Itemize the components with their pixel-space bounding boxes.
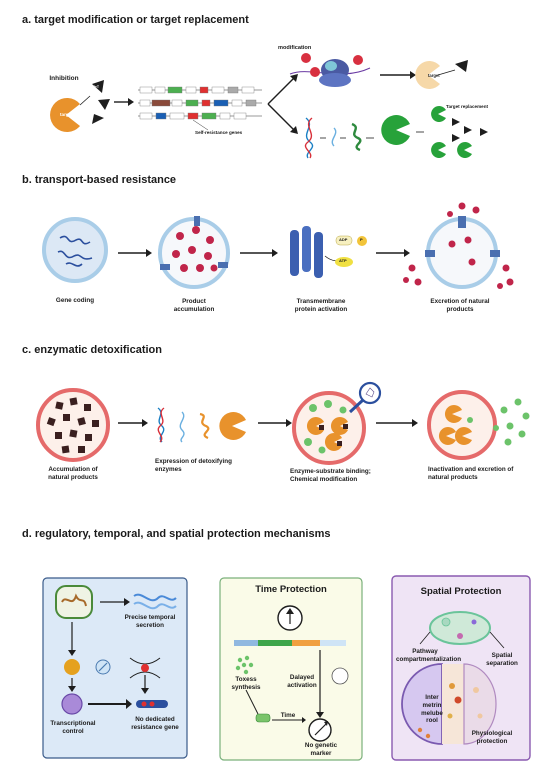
spatial-separation-label: Spatial separation: [486, 652, 518, 667]
binding-cell: [292, 391, 366, 465]
expression-icons: [157, 407, 246, 443]
regulatory-panel: [42, 577, 188, 759]
replacement-enzyme-icon: [381, 115, 410, 146]
product-accumulation-cell: [158, 216, 230, 289]
time-protection-title: Time Protection: [255, 584, 327, 595]
inhibitor-token-1: MeT: [92, 85, 99, 89]
modification-label: modification: [278, 45, 312, 51]
section-a-heading: a. target modification or target replace…: [22, 14, 249, 26]
spatial-protection-title: Spatial Protection: [420, 586, 502, 597]
self-resistance-label: Self-resistance genes: [195, 130, 243, 135]
section-c-heading: c. enzymatic detoxification: [22, 344, 162, 356]
timeline-bar: [234, 640, 346, 646]
binding-label: Enzyme-substrate binding; Chemical modif…: [290, 468, 371, 483]
modified-target-label: target: [428, 73, 440, 78]
replacement-group: [431, 106, 488, 158]
inner-compartment: [401, 663, 497, 745]
dna-scissor-icon: [129, 657, 161, 679]
inactivation-cell: [427, 390, 530, 460]
atp-label: ATP: [339, 258, 347, 263]
toxin-cell-icon: [255, 713, 271, 723]
target-replacement-label: Target replacement: [446, 104, 489, 109]
bacterium-icon: [55, 585, 93, 619]
pathway-compartmentalization-label: Pathway compartmentalization: [396, 648, 462, 663]
rna-icon: [331, 127, 337, 147]
clock-down-icon: [308, 718, 332, 742]
gene-cluster: [138, 86, 262, 131]
section-d-heading: d. regulatory, temporal, and spatial pro…: [22, 528, 331, 540]
inhibit-icon: [95, 659, 111, 675]
transmembrane-protein: [290, 226, 367, 278]
time-protection-panel: [219, 577, 363, 761]
no-dedicated-gene-label: No dedicated resistance gene: [131, 716, 179, 731]
ribosome-icon: [289, 53, 371, 87]
gene-coding-label: Gene coding: [55, 297, 95, 304]
gene-bar-icon: [136, 700, 168, 708]
clock-up-icon: [277, 605, 303, 631]
excretion-cell: [403, 202, 514, 289]
p-label: P: [360, 237, 363, 242]
compartment-cell: [429, 611, 491, 645]
inhibition-label: Inhibition: [49, 75, 79, 82]
target-icon: [50, 97, 80, 132]
expression-label: Expression of detoxifying enzymes: [155, 458, 232, 473]
no-genetic-marker-label: No genetic marker: [304, 742, 338, 757]
time-label: Time: [280, 712, 296, 719]
toxin-cluster: [235, 655, 254, 675]
transcriptional-control-label: Transcriptional control: [50, 720, 96, 735]
accumulation-cell: [36, 388, 110, 462]
precise-secretion-label: Precise temporal secretion: [124, 614, 176, 629]
magnifier-icon: [348, 381, 382, 414]
toxess-synthesis-label: Toxess synthesis: [231, 676, 261, 691]
accumulation-label: Accumulation of natural products: [48, 466, 98, 481]
inactivation-label: Inactivation and excretion of natural pr…: [428, 466, 514, 481]
adp-label: ADP: [339, 237, 348, 242]
gene-coding-cell: [42, 217, 108, 283]
physiological-protection-label: Physiological protection: [471, 730, 513, 745]
modified-target-icon: [415, 60, 468, 90]
inhibitor-icon: [92, 80, 110, 124]
timer-icon: [331, 667, 349, 685]
protein-icon: [351, 122, 362, 152]
inner-compartment-label: Inter metrin melube rool: [421, 694, 443, 725]
excretion-label: Excretion of natural products: [430, 298, 490, 313]
transmembrane-label: Transmembrane protein activation: [294, 298, 348, 313]
dna-icon: [304, 117, 314, 159]
target-label: target: [60, 112, 73, 117]
delayed-activation-label: Dalayed activation: [287, 674, 317, 689]
product-accumulation-label: Product accumulation: [173, 298, 215, 313]
section-b-heading: b. transport-based resistance: [22, 174, 177, 186]
